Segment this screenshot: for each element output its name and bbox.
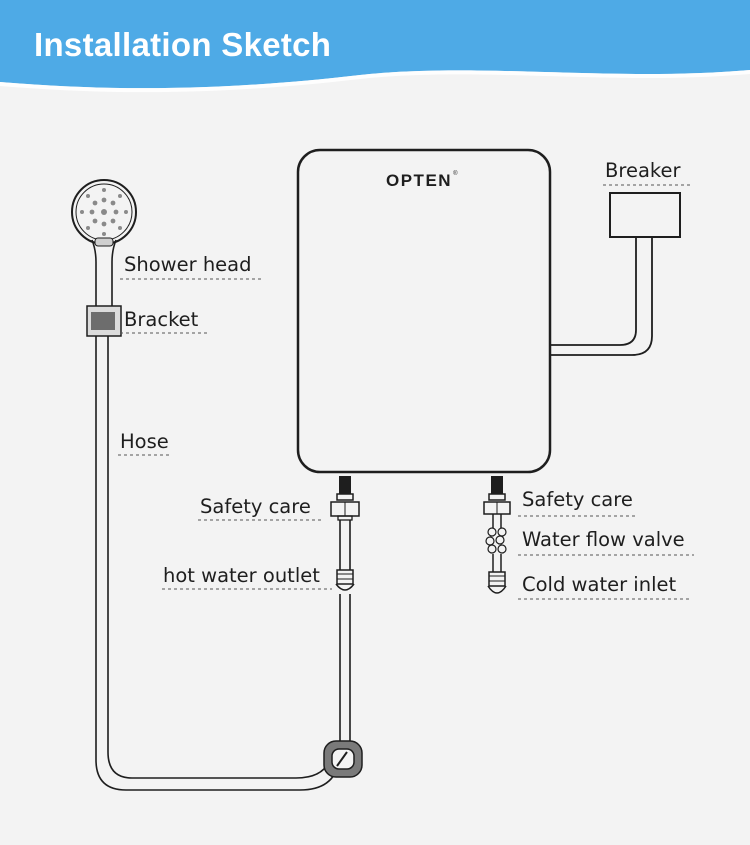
- label-hose: Hose: [120, 430, 169, 453]
- label-bracket: Bracket: [124, 308, 199, 331]
- label-breaker: Breaker: [605, 159, 681, 182]
- label-safety-care-left: Safety care: [200, 495, 311, 518]
- heater-body: [296, 148, 552, 474]
- label-cold-water-inlet: Cold water inlet: [522, 573, 677, 596]
- brand-logo: OPTEN®: [386, 171, 459, 190]
- right-inlet-fitting: [483, 476, 511, 528]
- label-safety-care-right: Safety care: [522, 488, 633, 511]
- breaker-box: [609, 192, 681, 238]
- cold-water-connector: [487, 554, 507, 594]
- water-flow-valve-drawing: [485, 527, 507, 554]
- breaker-cable: [550, 237, 653, 356]
- outlet-pipe: [339, 520, 351, 745]
- hose-coupling: [323, 740, 363, 778]
- label-hot-water-outlet: hot water outlet: [163, 564, 320, 587]
- label-water-flow-valve: Water flow valve: [522, 528, 685, 551]
- hot-water-connector: [335, 569, 355, 591]
- header-banner: [0, 0, 750, 93]
- bracket-drawing: [86, 305, 122, 337]
- hose-path: [95, 330, 341, 791]
- left-outlet-fitting: [330, 476, 360, 521]
- label-shower-head: Shower head: [124, 253, 252, 276]
- shower-head-drawing: [71, 179, 137, 306]
- page-title: Installation Sketch: [34, 26, 332, 63]
